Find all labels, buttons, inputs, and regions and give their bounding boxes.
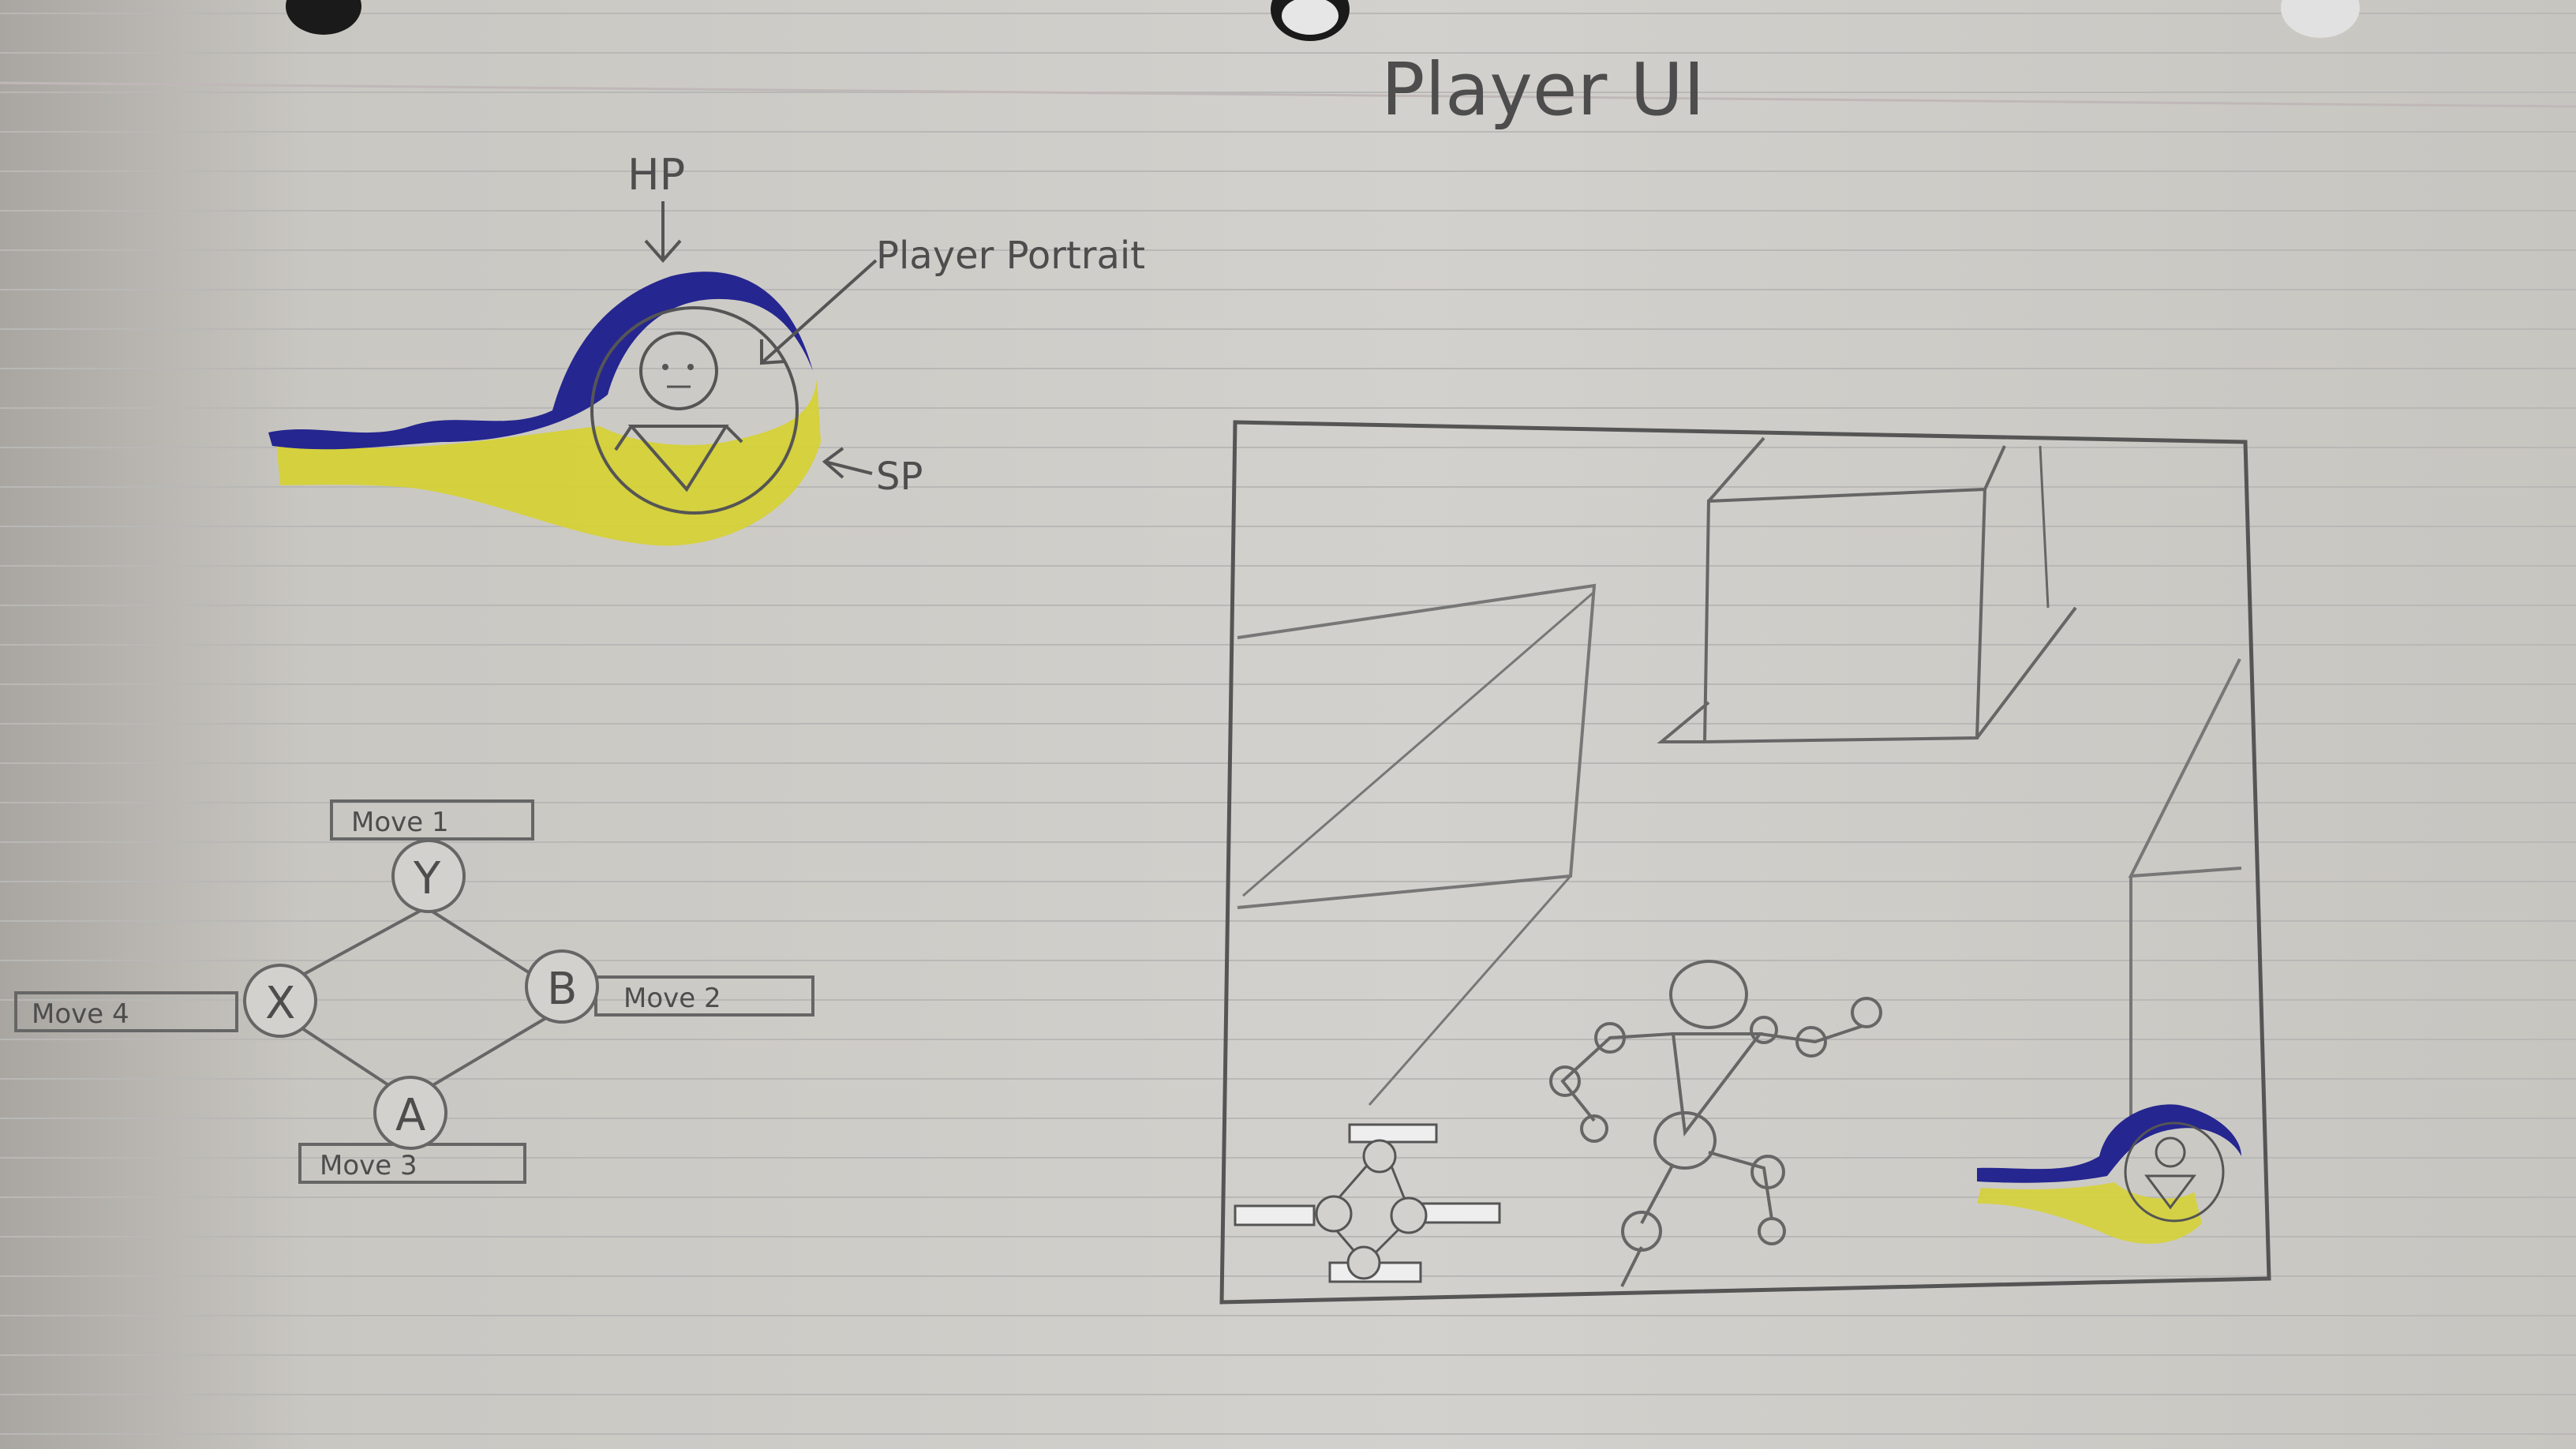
portrait-eye bbox=[662, 364, 668, 370]
button-b bbox=[525, 949, 599, 1024]
player-character bbox=[1549, 960, 1882, 1287]
portrait-eye bbox=[687, 364, 694, 370]
hp-sp-hud-sketch: HP Player Portrait SP bbox=[268, 150, 1145, 546]
crate-side bbox=[2039, 445, 2050, 608]
margin-line bbox=[0, 81, 2576, 108]
button-layout-sketch: Move 1 Move 4 Move 2 Move 3 Y X B A bbox=[14, 799, 814, 1184]
crate bbox=[1657, 436, 2077, 744]
binder-hole bbox=[286, 0, 361, 35]
hp-arrow bbox=[644, 201, 682, 264]
hp-bar bbox=[268, 271, 813, 450]
portrait-arrow bbox=[760, 259, 878, 365]
player-portrait bbox=[590, 306, 799, 515]
page-title: Player UI bbox=[1381, 47, 1705, 132]
button-a bbox=[373, 1076, 447, 1150]
portrait-face bbox=[639, 331, 718, 410]
move-box-top bbox=[330, 799, 534, 841]
binder-hole bbox=[2281, 0, 2360, 38]
move-label-top: Move 1 bbox=[351, 807, 449, 838]
move-label-right: Move 2 bbox=[623, 983, 721, 1014]
button-a-label: A bbox=[395, 1090, 425, 1141]
screen-frame bbox=[1219, 420, 2271, 1305]
right-ledge bbox=[2128, 658, 2242, 1144]
sp-label: SP bbox=[876, 455, 923, 499]
move-box-left bbox=[14, 991, 238, 1032]
left-wall-diagonal bbox=[1242, 590, 1595, 1106]
mini-button-layout bbox=[1234, 1123, 1501, 1283]
hp-label: HP bbox=[627, 150, 685, 200]
portrait-body bbox=[627, 425, 729, 492]
diamond-connectors bbox=[283, 906, 550, 1091]
button-b-label: B bbox=[547, 964, 577, 1015]
left-wall bbox=[1237, 583, 1597, 909]
button-x-label: X bbox=[265, 978, 295, 1029]
mini-hud bbox=[1977, 1104, 2241, 1245]
portrait-arms bbox=[614, 425, 743, 451]
move-label-left: Move 4 bbox=[32, 998, 129, 1030]
button-y-label: Y bbox=[413, 853, 441, 904]
portrait-label: Player Portrait bbox=[876, 234, 1145, 278]
sp-arrow bbox=[822, 447, 873, 479]
button-y bbox=[391, 839, 466, 913]
binder-hole bbox=[1282, 0, 1339, 35]
move-label-bottom: Move 3 bbox=[320, 1150, 417, 1181]
sp-bar bbox=[276, 379, 821, 546]
game-screen-mockup bbox=[1219, 420, 2271, 1305]
button-x bbox=[243, 964, 317, 1038]
